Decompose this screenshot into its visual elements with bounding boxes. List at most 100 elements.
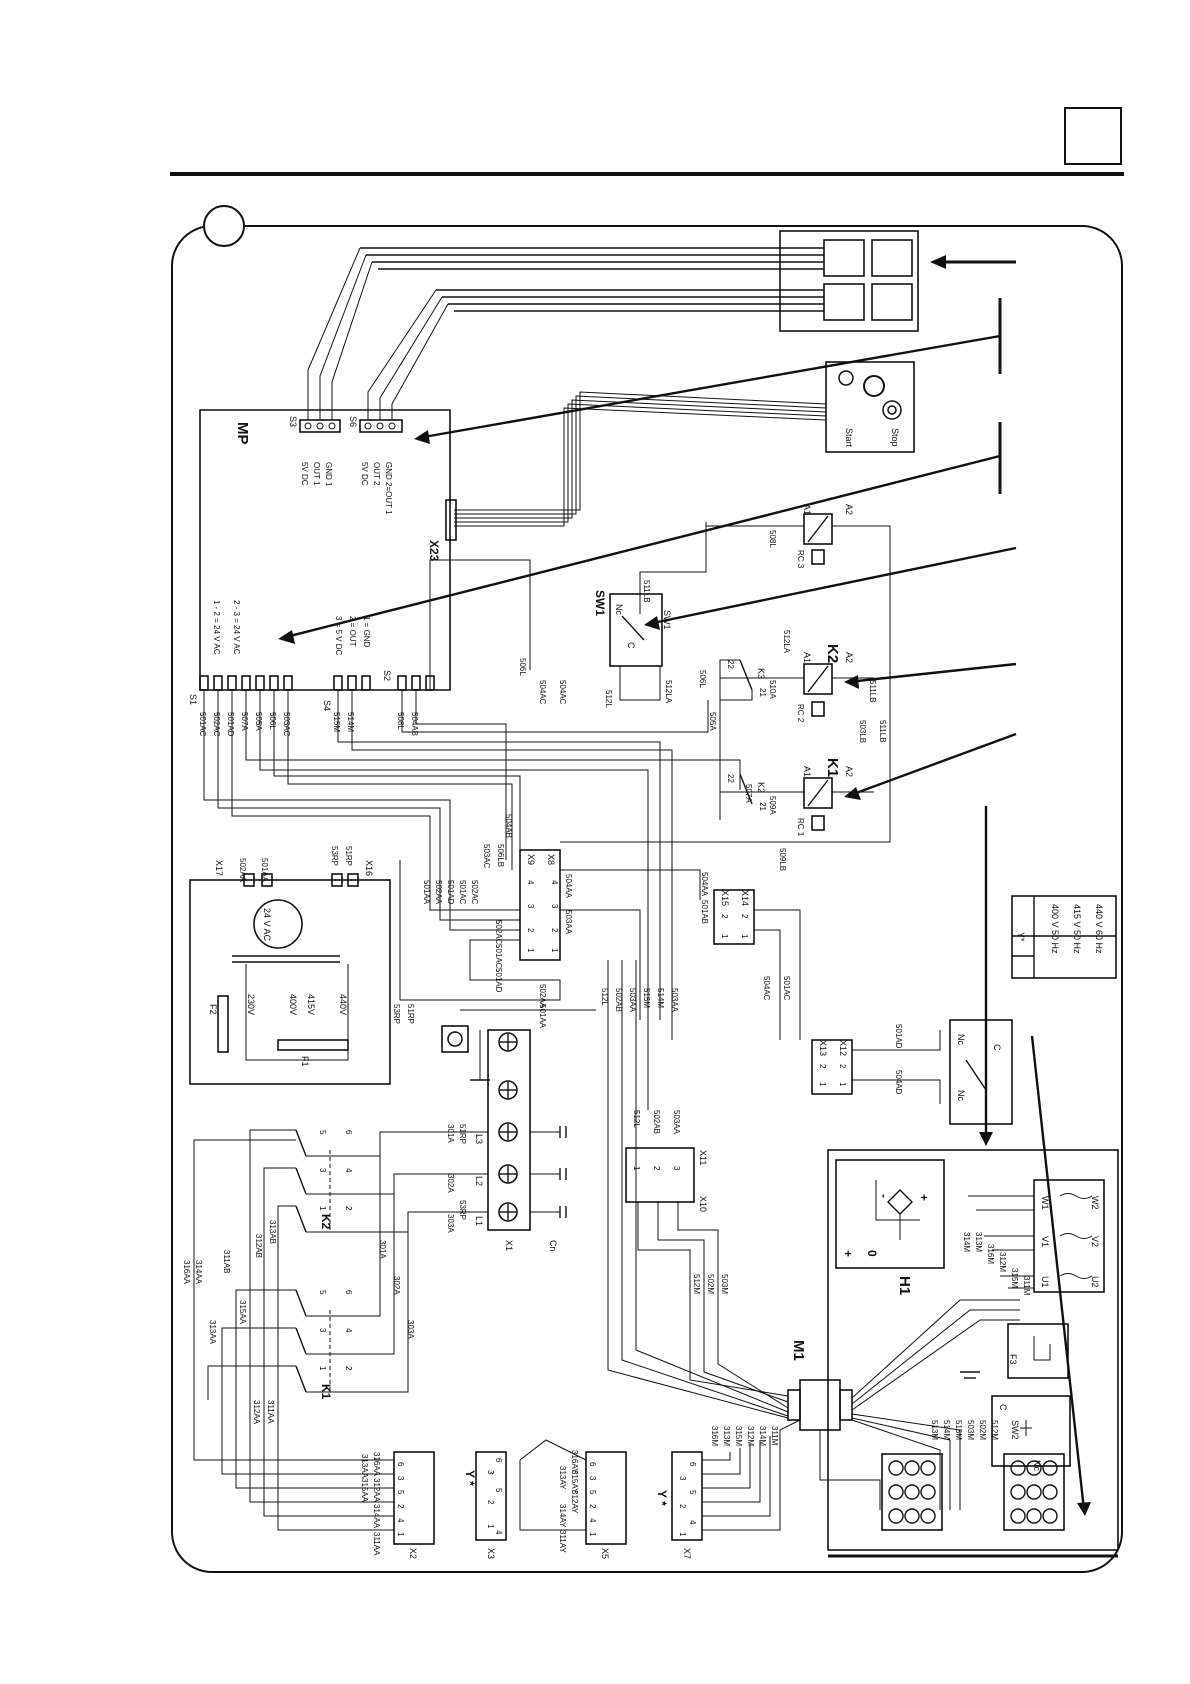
x5-label: X5: [600, 1548, 610, 1559]
x12-label: X12: [838, 1040, 848, 1056]
transformer-block: X17 X16 502AA 501AA 53RP 51RP 24 V AC 23…: [189, 846, 391, 1085]
wire-label: 507A: [744, 784, 753, 803]
k1-coil-label: K1: [824, 758, 841, 777]
wire-label: 514M: [656, 988, 665, 1008]
wire-label: 2: [396, 1504, 405, 1509]
wire-label: 1: [720, 934, 729, 939]
earth-terminal: [441, 1025, 469, 1053]
wire-label: 1: [818, 1082, 827, 1087]
rc2-label: RC 2: [796, 704, 805, 723]
wire-label: 508L: [396, 712, 405, 730]
motor-terminal-strips: 513M 514M 515M 503M 502M 512M: [881, 1420, 1065, 1531]
sw1-switch: SW1 SW1 Nc C: [593, 522, 707, 701]
x7-label: X7: [682, 1548, 692, 1559]
x15-label: X15: [720, 890, 730, 906]
wire-label: 1: [318, 1366, 327, 1371]
wire-label: 501AD: [446, 880, 455, 905]
s6-label: S6: [348, 416, 358, 427]
wire-label: 303A: [406, 1320, 415, 1339]
wire-label: 504AA: [700, 872, 709, 897]
transformer-symbol: [253, 899, 303, 949]
wire-label: 400V: [288, 994, 298, 1015]
wire-label: 51RP: [344, 846, 353, 866]
wire-label: 504AC: [762, 976, 771, 1001]
wire-label: 21: [758, 688, 767, 697]
wire-label: 507A: [240, 712, 249, 731]
wire-label: 501AD: [226, 712, 235, 737]
wire-label: 313M: [974, 1232, 983, 1252]
x23-connector: [445, 499, 457, 541]
wire-label: 504AC: [558, 680, 567, 705]
s4-pin-note-b: 2 = OUT: [348, 616, 357, 647]
f2-label: F2: [208, 1004, 218, 1015]
s1-pin-note-b: 2 - 3 = 24 V AC: [232, 600, 241, 655]
fuse-f2: [217, 995, 229, 1053]
wire-label: A1: [802, 504, 812, 515]
wire-label: 2: [818, 1064, 827, 1069]
capacitors: [530, 1126, 567, 1218]
f3-label: F3: [1008, 1354, 1018, 1365]
x3-connector: Y * X3 4 1 2 5 3 6: [463, 1451, 507, 1559]
wire-label: 503LB: [858, 720, 867, 743]
f1-label: F1: [300, 1056, 310, 1067]
callout-arrows: [278, 255, 1091, 1516]
heater-h1: H1 + 0 - +: [835, 1159, 945, 1295]
wire-label: 5: [318, 1290, 327, 1295]
wire-label: 3: [526, 904, 535, 909]
x14-label: X14: [740, 890, 750, 906]
wire-label: 502AC: [470, 880, 479, 905]
x2-connector: X2 1 4 2 5 3 6 311AA 314AA 312AA 315AA 3…: [193, 1139, 435, 1559]
wire-label: 1: [396, 1532, 405, 1537]
wire-label: 314M: [962, 1232, 971, 1252]
wire-label: +: [917, 1194, 931, 1201]
wire-label: 502AC: [212, 712, 221, 737]
s3-pin-out1: OUT 1: [312, 462, 321, 486]
start-stop-panel: Start Stop: [454, 361, 915, 527]
s6-pin-out2: OUT 2: [372, 462, 381, 486]
wire-label: +: [841, 1250, 855, 1257]
wire-label: 501AB: [700, 900, 709, 924]
wire-label: 2: [720, 914, 729, 919]
wire-label: 311AY: [558, 1530, 567, 1553]
wire-label: 21: [758, 802, 767, 811]
s2-pinstrip: [397, 675, 435, 691]
wire-label: 313AA: [360, 1454, 369, 1479]
wire-label: 312AB: [254, 1234, 263, 1258]
s4-pin-note-c: 1 = GND: [362, 616, 371, 648]
wire-label: 311AA: [372, 1532, 381, 1556]
l2-label: L2: [474, 1176, 484, 1186]
wire-label: 511LB: [868, 680, 877, 703]
wire-label: 301A: [378, 1240, 387, 1259]
s4-pinstrip: [333, 675, 371, 691]
wire-label: 315AA: [360, 1478, 369, 1503]
wire-label: 506L: [268, 712, 277, 730]
wire-label: 316AA: [182, 1260, 191, 1285]
s4-label: S4: [322, 700, 332, 711]
wire-label: V2: [1090, 1236, 1100, 1247]
wire-label: 5: [318, 1130, 327, 1135]
wire-label: 501AA: [538, 1004, 547, 1029]
wire-label: 315M: [734, 1426, 743, 1446]
wire-label: 5: [688, 1490, 697, 1495]
voltage-row-400: 400 V 50 Hz: [1050, 904, 1060, 954]
wire-label: 501AC: [458, 880, 467, 905]
wire-label: 506LB: [496, 844, 505, 867]
wire-label: 512M: [692, 1274, 701, 1294]
wire-label: Nc: [956, 1034, 966, 1045]
wire-label: 502AB: [614, 988, 623, 1012]
f3-sw2: F3 SW2 C Nc: [960, 1323, 1071, 1471]
wire-label: 22: [726, 660, 735, 669]
k3-relay: A1 A2 RC 3: [560, 504, 891, 843]
wire-label: 313AA: [208, 1320, 217, 1345]
wire-label: 509LB: [778, 848, 787, 871]
sw2-label: SW2: [1010, 1420, 1020, 1440]
wire-label: 502M: [978, 1420, 987, 1440]
s1-pin-note-a: 1 - 2 = 24 V AC: [212, 600, 221, 655]
sw1-inner-label: SW1: [662, 610, 672, 630]
wire-label: 312AA: [372, 1478, 381, 1503]
wire-label: Nc: [1032, 1460, 1042, 1471]
x7-connector: Y * X7 1 4 2 5 3 6 316M 313M 315M 312M 3…: [655, 1419, 801, 1559]
wire-label: 504AB: [410, 712, 419, 736]
wire-label: 3: [318, 1328, 327, 1333]
